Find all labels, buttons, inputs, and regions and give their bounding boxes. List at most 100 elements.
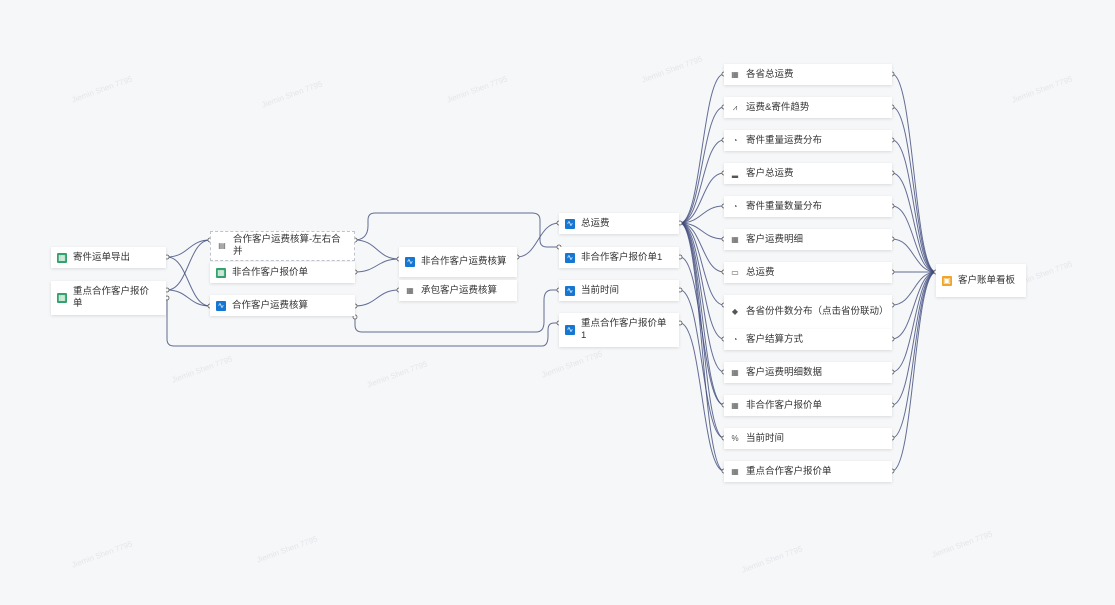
node-承包客户运费核算[interactable]: ▦ 承包客户运费核算 <box>399 280 517 301</box>
chart-各省总运费[interactable]: ▦ 各省总运费 <box>724 64 892 85</box>
chart-运费寄件趋势[interactable]: ⩘ 运费&寄件趋势 <box>724 97 892 118</box>
pie-chart-icon: ◔ <box>732 135 738 145</box>
chart-客户总运费[interactable]: ▂ 客户总运费 <box>724 163 892 184</box>
edge <box>166 289 211 307</box>
edge <box>679 222 725 373</box>
table-icon: ▦ <box>731 400 739 410</box>
node-label: 寄件重量运费分布 <box>746 134 823 146</box>
chart-当前时间[interactable]: % 当前时间 <box>724 428 892 449</box>
excel-icon: ▦ <box>57 293 67 303</box>
node-合作客户运费核算-左右合并[interactable]: ▤ 合作客户运费核算-左右合并 <box>210 231 355 261</box>
text-icon: % <box>731 433 739 443</box>
bar-chart-icon: ▂ <box>731 168 739 178</box>
node-寄件运单导出[interactable]: ▦ 寄件运单导出 <box>51 247 166 268</box>
edge <box>166 239 211 291</box>
node-label: 总运费 <box>746 266 775 278</box>
edge <box>679 222 725 273</box>
watermark: Jiemin Shen 7795 <box>1010 74 1074 105</box>
chart-各省份件数分布[interactable]: ◆ 各省份件数分布（点击省份联动） <box>724 295 892 329</box>
node-label: 客户账单看板 <box>958 274 1016 286</box>
model-icon: ∿ <box>405 257 415 267</box>
edge <box>354 212 559 248</box>
node-非合作客户报价单[interactable]: ▦ 非合作客户报价单 <box>210 262 355 283</box>
watermark: Jiemin Shen 7795 <box>445 74 509 105</box>
edge <box>166 239 211 258</box>
model-icon: ∿ <box>565 285 575 296</box>
node-当前时间[interactable]: ∿ 当前时间 <box>559 280 679 301</box>
table-icon: ▦ <box>731 367 739 377</box>
chart-寄件重量运费分布[interactable]: ◔ 寄件重量运费分布 <box>724 130 892 151</box>
node-label: 合作客户运费核算 <box>232 299 309 311</box>
node-label: 重点合作客户报价单 <box>73 286 150 309</box>
model-icon: ∿ <box>565 252 575 263</box>
excel-icon: ▦ <box>216 267 226 278</box>
node-总运费[interactable]: ∿ 总运费 <box>559 213 679 234</box>
edge <box>679 222 725 439</box>
watermark: Jiemin Shen 7795 <box>365 359 429 390</box>
edge <box>891 271 937 340</box>
watermark: Jiemin Shen 7795 <box>70 539 134 570</box>
watermark: Jiemin Shen 7795 <box>255 534 319 565</box>
chart-寄件重量数量分布[interactable]: ◔ 寄件重量数量分布 <box>724 196 892 217</box>
pie-chart-icon: ◔ <box>732 334 738 344</box>
edge <box>891 106 937 273</box>
edge <box>166 256 211 307</box>
watermark: Jiemin Shen 7795 <box>70 74 134 105</box>
edge <box>354 239 400 260</box>
chart-总运费[interactable]: ▭ 总运费 <box>724 262 892 283</box>
watermark: Jiemin Shen 7795 <box>640 54 704 85</box>
edge <box>891 238 937 273</box>
edge <box>891 271 937 406</box>
node-label: 各省份件数分布（点击省份联动） <box>746 306 889 317</box>
node-label: 非合作客户运费核算 <box>421 256 507 267</box>
node-label: 非合作客户报价单1 <box>581 251 663 263</box>
model-icon: ∿ <box>565 218 575 229</box>
chart-客户运费明细数据[interactable]: ▦ 客户运费明细数据 <box>724 362 892 383</box>
node-label: 当前时间 <box>581 284 620 296</box>
node-label: 客户结算方式 <box>746 333 804 345</box>
excel-icon: ▦ <box>57 252 67 263</box>
node-重点合作客户报价单[interactable]: ▦ 重点合作客户报价单 <box>51 281 166 315</box>
edge <box>891 271 937 439</box>
chart-客户运费明细[interactable]: ▦ 客户运费明细 <box>724 229 892 250</box>
node-合作客户运费核算[interactable]: ∿ 合作客户运费核算 <box>210 295 355 316</box>
watermark: Jiemin Shen 7795 <box>740 544 804 575</box>
edge <box>679 222 725 472</box>
chart-客户结算方式[interactable]: ◔ 客户结算方式 <box>724 329 892 350</box>
edge <box>679 106 725 224</box>
edge <box>354 289 400 307</box>
node-非合作客户运费核算[interactable]: ∿ 非合作客户运费核算 <box>399 247 517 277</box>
node-label: 总运费 <box>581 217 610 229</box>
chart-非合作客户报价单[interactable]: ▦ 非合作客户报价单 <box>724 395 892 416</box>
pie-chart-icon: ◔ <box>732 201 738 211</box>
node-label: 重点合作客户报价单 <box>746 465 832 477</box>
node-label: 非合作客户报价单 <box>746 399 823 411</box>
edge <box>354 258 400 273</box>
node-label: 运费&寄件趋势 <box>746 101 810 113</box>
edge <box>679 205 725 224</box>
edge <box>679 222 725 406</box>
dashboard-客户账单看板[interactable]: ▣ 客户账单看板 <box>936 264 1026 297</box>
table-icon: ▤ <box>218 241 226 250</box>
node-label: 寄件运单导出 <box>73 251 131 263</box>
model-icon: ∿ <box>565 325 575 335</box>
line-chart-icon: ⩘ <box>732 102 738 112</box>
node-label: 承包客户运费核算 <box>421 284 498 296</box>
edge <box>679 139 725 224</box>
node-label: 非合作客户报价单 <box>232 266 309 278</box>
edge <box>679 172 725 224</box>
edge <box>891 139 937 273</box>
table-icon: ▦ <box>406 285 414 295</box>
node-label: 客户运费明细 <box>746 233 804 245</box>
edge <box>679 73 725 224</box>
chart-重点合作客户报价单[interactable]: ▦ 重点合作客户报价单 <box>724 461 892 482</box>
edge <box>891 271 937 472</box>
node-重点合作客户报价单1[interactable]: ∿ 重点合作客户报价单1 <box>559 313 679 347</box>
edge <box>891 205 937 273</box>
node-非合作客户报价单1[interactable]: ∿ 非合作客户报价单1 <box>559 247 679 268</box>
model-icon: ∿ <box>216 300 226 311</box>
node-label: 合作客户运费核算-左右合并 <box>233 234 341 257</box>
node-label: 寄件重量数量分布 <box>746 200 823 212</box>
